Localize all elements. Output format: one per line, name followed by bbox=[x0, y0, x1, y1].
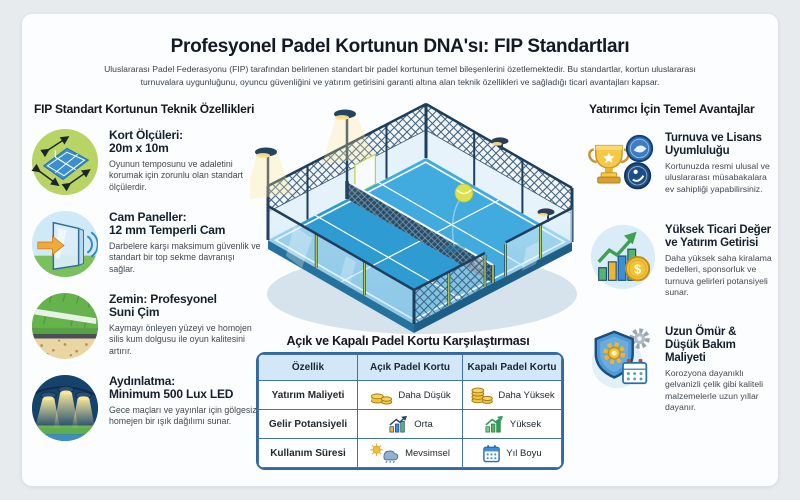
column-header: Kapalı Padel Kortu bbox=[462, 354, 562, 381]
value-label: Yüksek bbox=[509, 418, 542, 430]
feature-cell: Gelir Potansiyeli bbox=[258, 409, 358, 439]
flood-light bbox=[250, 147, 292, 240]
coin-stack-icon bbox=[469, 385, 494, 405]
court-dimensions-icon bbox=[30, 127, 100, 197]
item-title: Kort Ölçüleri: 20m x 10m bbox=[109, 128, 183, 156]
calendar-icon bbox=[482, 444, 501, 463]
led-lighting-icon bbox=[30, 373, 100, 443]
technical-section-header: FIP Standart Kortunun Teknik Özellikleri bbox=[34, 102, 255, 116]
table-header-row: Özellik Açık Padel Kortu Kapalı Padel Ko… bbox=[258, 354, 562, 381]
item-description: Korozyona dayanıklı gelvanizli çelik gib… bbox=[665, 367, 764, 413]
padel-court-illustration bbox=[250, 98, 580, 340]
ball-shadow bbox=[443, 244, 465, 252]
technical-items-list: Kort Ölçüleri: 20m x 10m Oyunun temposun… bbox=[30, 127, 262, 455]
calendar-icon bbox=[622, 359, 648, 385]
advantages-section-header: Yatırımcı İçin Temel Avantajlar bbox=[589, 102, 755, 116]
gear-icon bbox=[629, 328, 650, 349]
column-header: Açık Padel Kortu bbox=[357, 354, 463, 381]
item-description: Kaymayı önleyen yüzeyi ve homojen silis … bbox=[109, 322, 252, 357]
item-title: Yüksek Ticari Değer ve Yatırım Getirisi bbox=[665, 224, 771, 249]
flood-light bbox=[537, 208, 555, 222]
comparison-title: Açık ve Kapalı Padel Kortu Karşılaştırma… bbox=[286, 334, 530, 348]
tech-item-court-dimensions: Kort Ölçüleri: 20m x 10m Oyunun temposun… bbox=[30, 127, 262, 209]
item-description: Oyunun temposunu ve adaletini korumak iç… bbox=[109, 158, 243, 193]
table-row: Kullanım Süresi bbox=[258, 438, 562, 468]
infographic-card: Profesyonel Padel Kortunun DNA'sı: FIP S… bbox=[22, 14, 778, 486]
comparison-table: Özellik Açık Padel Kortu Kapalı Padel Ko… bbox=[256, 352, 564, 470]
flood-light bbox=[322, 109, 374, 199]
item-description: Kortunuzda resmi ulusal ve uluslararası … bbox=[665, 160, 770, 194]
value-label: Yıl Boyu bbox=[506, 447, 542, 459]
green-growth-chart-icon bbox=[483, 415, 505, 433]
page-title: Profesyonel Padel Kortunun DNA'sı: FIP S… bbox=[170, 36, 630, 57]
item-description: Gece maçları ve yayınlar için gölgesiz, … bbox=[109, 404, 260, 427]
roi-growth-icon: $ bbox=[588, 222, 658, 292]
artificial-turf-icon bbox=[30, 291, 100, 361]
value-label: Mevsimsel bbox=[405, 447, 450, 459]
item-description: Daha yüksek saha kiralama bedelleri, spo… bbox=[665, 252, 772, 298]
item-title: Cam Paneller: 12 mm Temperli Cam bbox=[109, 210, 226, 238]
column-header: Özellik bbox=[258, 354, 358, 381]
tech-item-glass-panels: Cam Paneller: 12 mm Temperli Cam Darbele… bbox=[30, 209, 262, 291]
page-subtitle: Uluslararası Padel Federasyonu (FIP) tar… bbox=[104, 64, 696, 87]
item-title: Turnuva ve Lisans Uyumluluğu bbox=[665, 132, 762, 157]
adv-item-tournament: Turnuva ve Lisans Uyumluluğu Kortunuzda … bbox=[588, 130, 778, 200]
table-row: Yatırım Maliyeti Daha Düşük bbox=[258, 380, 562, 410]
item-title: Uzun Ömür & Düşük Bakım Maliyeti bbox=[665, 326, 737, 364]
item-title: Zemin: Profesyonel Suni Çim bbox=[109, 292, 217, 320]
tech-item-lighting: Aydınlatma: Minimum 500 Lux LED Gece maç… bbox=[30, 373, 262, 455]
sun-rain-icon bbox=[370, 443, 400, 463]
value-label: Daha Düşük bbox=[398, 389, 451, 401]
table-row: Gelir Potansiyeli Orta bbox=[258, 409, 562, 439]
item-description: Darbelere karşı maksimum güvenlik ve sta… bbox=[109, 240, 261, 275]
court-door-back bbox=[354, 153, 377, 196]
shield-gear-calendar-icon bbox=[588, 324, 658, 394]
value-label: Orta bbox=[414, 418, 433, 430]
glass-panel-icon bbox=[30, 209, 100, 279]
adv-item-durability: Uzun Ömür & Düşük Bakım Maliyeti Korozyo… bbox=[588, 324, 778, 414]
feature-cell: Kullanım Süresi bbox=[258, 438, 358, 468]
feature-cell: Yatırım Maliyeti bbox=[258, 380, 358, 410]
svg-text:$: $ bbox=[634, 263, 641, 277]
adv-item-roi: $ Yüksek Ticari Değer ve Yatırım Getiris… bbox=[588, 222, 778, 299]
value-label: Daha Yüksek bbox=[498, 389, 555, 401]
item-title: Aydınlatma: Minimum 500 Lux LED bbox=[109, 374, 234, 402]
trophy-badges-icon bbox=[588, 130, 658, 200]
glass-wall-back-right bbox=[426, 130, 572, 242]
tech-item-turf: Zemin: Profesyonel Suni Çim Kaymayı önle… bbox=[30, 291, 262, 373]
bar-chart-arrow-icon bbox=[387, 415, 409, 433]
flood-light bbox=[491, 137, 509, 150]
coins-icon bbox=[369, 386, 393, 405]
